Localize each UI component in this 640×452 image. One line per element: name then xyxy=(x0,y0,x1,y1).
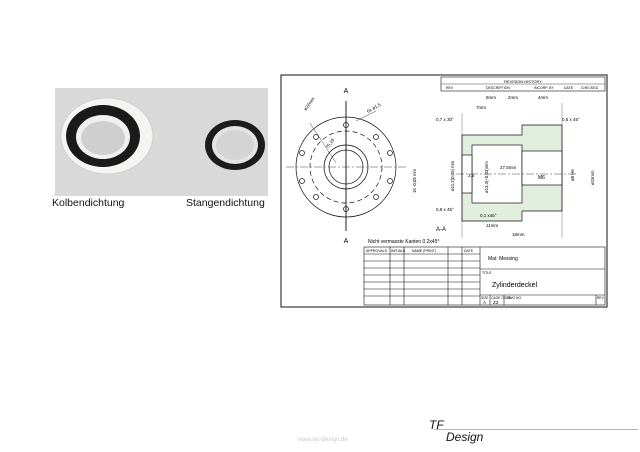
thread: M6 xyxy=(538,175,545,181)
chamfer-tl: 0,7 x 30° xyxy=(436,117,454,122)
cage-label: CAGE CODE xyxy=(491,296,512,300)
dim: 11mm xyxy=(486,223,498,228)
approvals-col: NAME (PRINT) xyxy=(412,249,436,253)
dim: ø11,2(0,05) mm xyxy=(450,160,455,191)
chamfer-b: 0,1 x45° xyxy=(480,213,497,218)
dim: 18mm xyxy=(512,232,525,237)
cage-value: Z3 xyxy=(493,300,499,305)
dim: ø15mm xyxy=(590,170,595,185)
size-label: SIZE xyxy=(481,296,489,300)
rev-label: REV xyxy=(597,296,605,300)
title-label: TITLE xyxy=(482,271,492,275)
circle-dim: ø22mm xyxy=(303,96,316,112)
section-marker-top: A xyxy=(344,88,349,95)
footer-brand-tf: TF xyxy=(429,418,444,432)
dim: 27,5mm xyxy=(500,165,517,170)
dim: ø8 H6 xyxy=(570,169,575,181)
drawing-title: Zylinderdeckel xyxy=(492,282,538,289)
rev-col: CHECKED xyxy=(581,86,599,90)
material: Mat: Messing xyxy=(488,256,518,262)
rev-col: INCORP. BY xyxy=(534,86,554,90)
circle-dim: 75,19 xyxy=(325,137,336,149)
note: Nicht vermasste Kanten 0,2x45° xyxy=(368,239,439,245)
dim: 16 -0,05 mm xyxy=(412,168,417,193)
dim: 2mm xyxy=(508,95,518,100)
dim: 7mm xyxy=(476,105,486,110)
rev-history-title: REVISION HISTORY xyxy=(504,79,542,84)
section-marker-bottom: A xyxy=(344,238,349,245)
approvals-col: INITIALS xyxy=(391,249,406,253)
title-block xyxy=(363,246,606,306)
size-value: A xyxy=(483,300,486,305)
dim: 4mm xyxy=(538,95,548,100)
rev-col: DESCRIPTION xyxy=(486,86,510,90)
dim: ø13,3(+0,03)mm xyxy=(484,161,489,193)
technical-drawing: REVISION HISTORY REV DESCRIPTION INCORP.… xyxy=(276,63,610,311)
label-piston-seal: Kolbendichtung xyxy=(52,197,125,209)
rev-col: DATE xyxy=(564,86,574,90)
section-view xyxy=(456,103,576,238)
dwg-label: DWG NO. xyxy=(507,296,522,300)
watermark: www.ws-design.de xyxy=(298,437,348,443)
dim: 8mm xyxy=(486,95,496,100)
front-view xyxy=(286,101,406,231)
approvals-col: APPROVALS xyxy=(366,249,388,253)
section-label: A-A xyxy=(436,227,446,233)
footer-brand-design: Design xyxy=(446,430,484,444)
seal-photo xyxy=(55,88,268,196)
rev-col: REV xyxy=(446,86,454,90)
chamfer-tr: 0,5 x 45° xyxy=(562,117,580,122)
dim: 2,5 xyxy=(468,173,475,178)
footer-line xyxy=(434,429,638,430)
label-rod-seal: Stangendichtung xyxy=(186,197,265,209)
chamfer-bl: 0,8 x 45° xyxy=(436,207,454,212)
approvals-col: DATE xyxy=(464,249,474,253)
